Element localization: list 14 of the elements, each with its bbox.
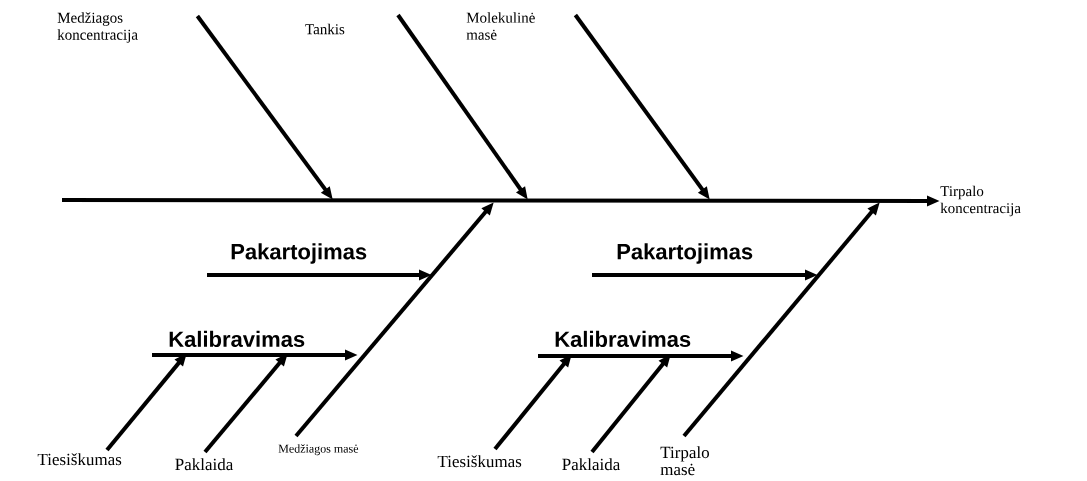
cause-label: Medžiagos koncentracija (57, 12, 138, 43)
cause-label: Molekulinė masė (466, 12, 535, 40)
effect-label: Tirpalo koncentracija (940, 185, 1021, 217)
category-label: Pakartojimas (617, 243, 753, 264)
cause-label: Tiesiškumas (437, 455, 522, 468)
cause-label: Medžiagos masė (278, 444, 359, 456)
category-label: Kalibravimas (555, 330, 691, 347)
cause-label: Tankis (305, 23, 345, 35)
cause-label: Paklaida (562, 458, 621, 471)
cause-label: Tiesiškumas (37, 453, 122, 466)
cause-label: Paklaida (175, 458, 234, 471)
category-label: Pakartojimas (231, 243, 367, 264)
cause-label: Tirpalo masė (660, 446, 709, 476)
category-label: Kalibravimas (169, 330, 305, 347)
